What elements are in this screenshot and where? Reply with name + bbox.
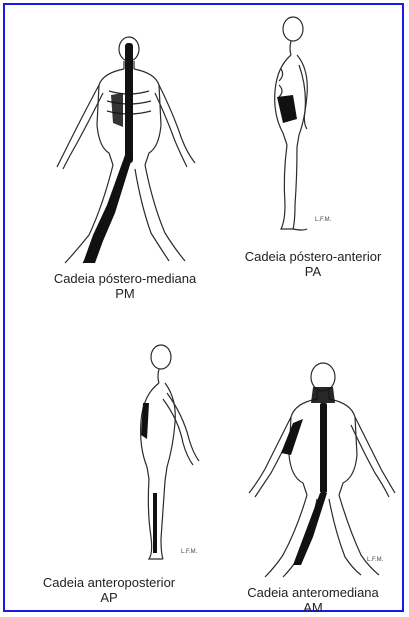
signature-pa: L.F.M. [315, 217, 332, 223]
caption-pm-title: Cadeia póstero-mediana [35, 271, 215, 286]
figure-am-illustration: L.F.M. [243, 359, 403, 581]
caption-pm: Cadeia póstero-mediana PM [35, 271, 215, 301]
caption-am-code: AM [223, 600, 403, 615]
caption-ap-title: Cadeia anteroposterior [19, 575, 199, 590]
diagram-frame: Cadeia póstero-mediana PM L.F.M. Cadeia … [3, 3, 404, 612]
caption-pa-code: PA [223, 264, 403, 279]
figure-ap-illustration: L.F.M. [123, 343, 213, 565]
figure-pa-illustration: L.F.M. [263, 15, 343, 243]
caption-ap: Cadeia anteroposterior AP [19, 575, 199, 605]
caption-pm-code: PM [35, 286, 215, 301]
caption-pa: Cadeia póstero-anterior PA [223, 249, 403, 279]
signature-ap: L.F.M. [181, 549, 198, 555]
signature-am: L.F.M. [367, 557, 384, 563]
caption-am-title: Cadeia anteromediana [223, 585, 403, 600]
caption-ap-code: AP [19, 590, 199, 605]
figure-pm-illustration [53, 35, 203, 267]
caption-am: Cadeia anteromediana AM [223, 585, 403, 615]
caption-pa-title: Cadeia póstero-anterior [223, 249, 403, 264]
